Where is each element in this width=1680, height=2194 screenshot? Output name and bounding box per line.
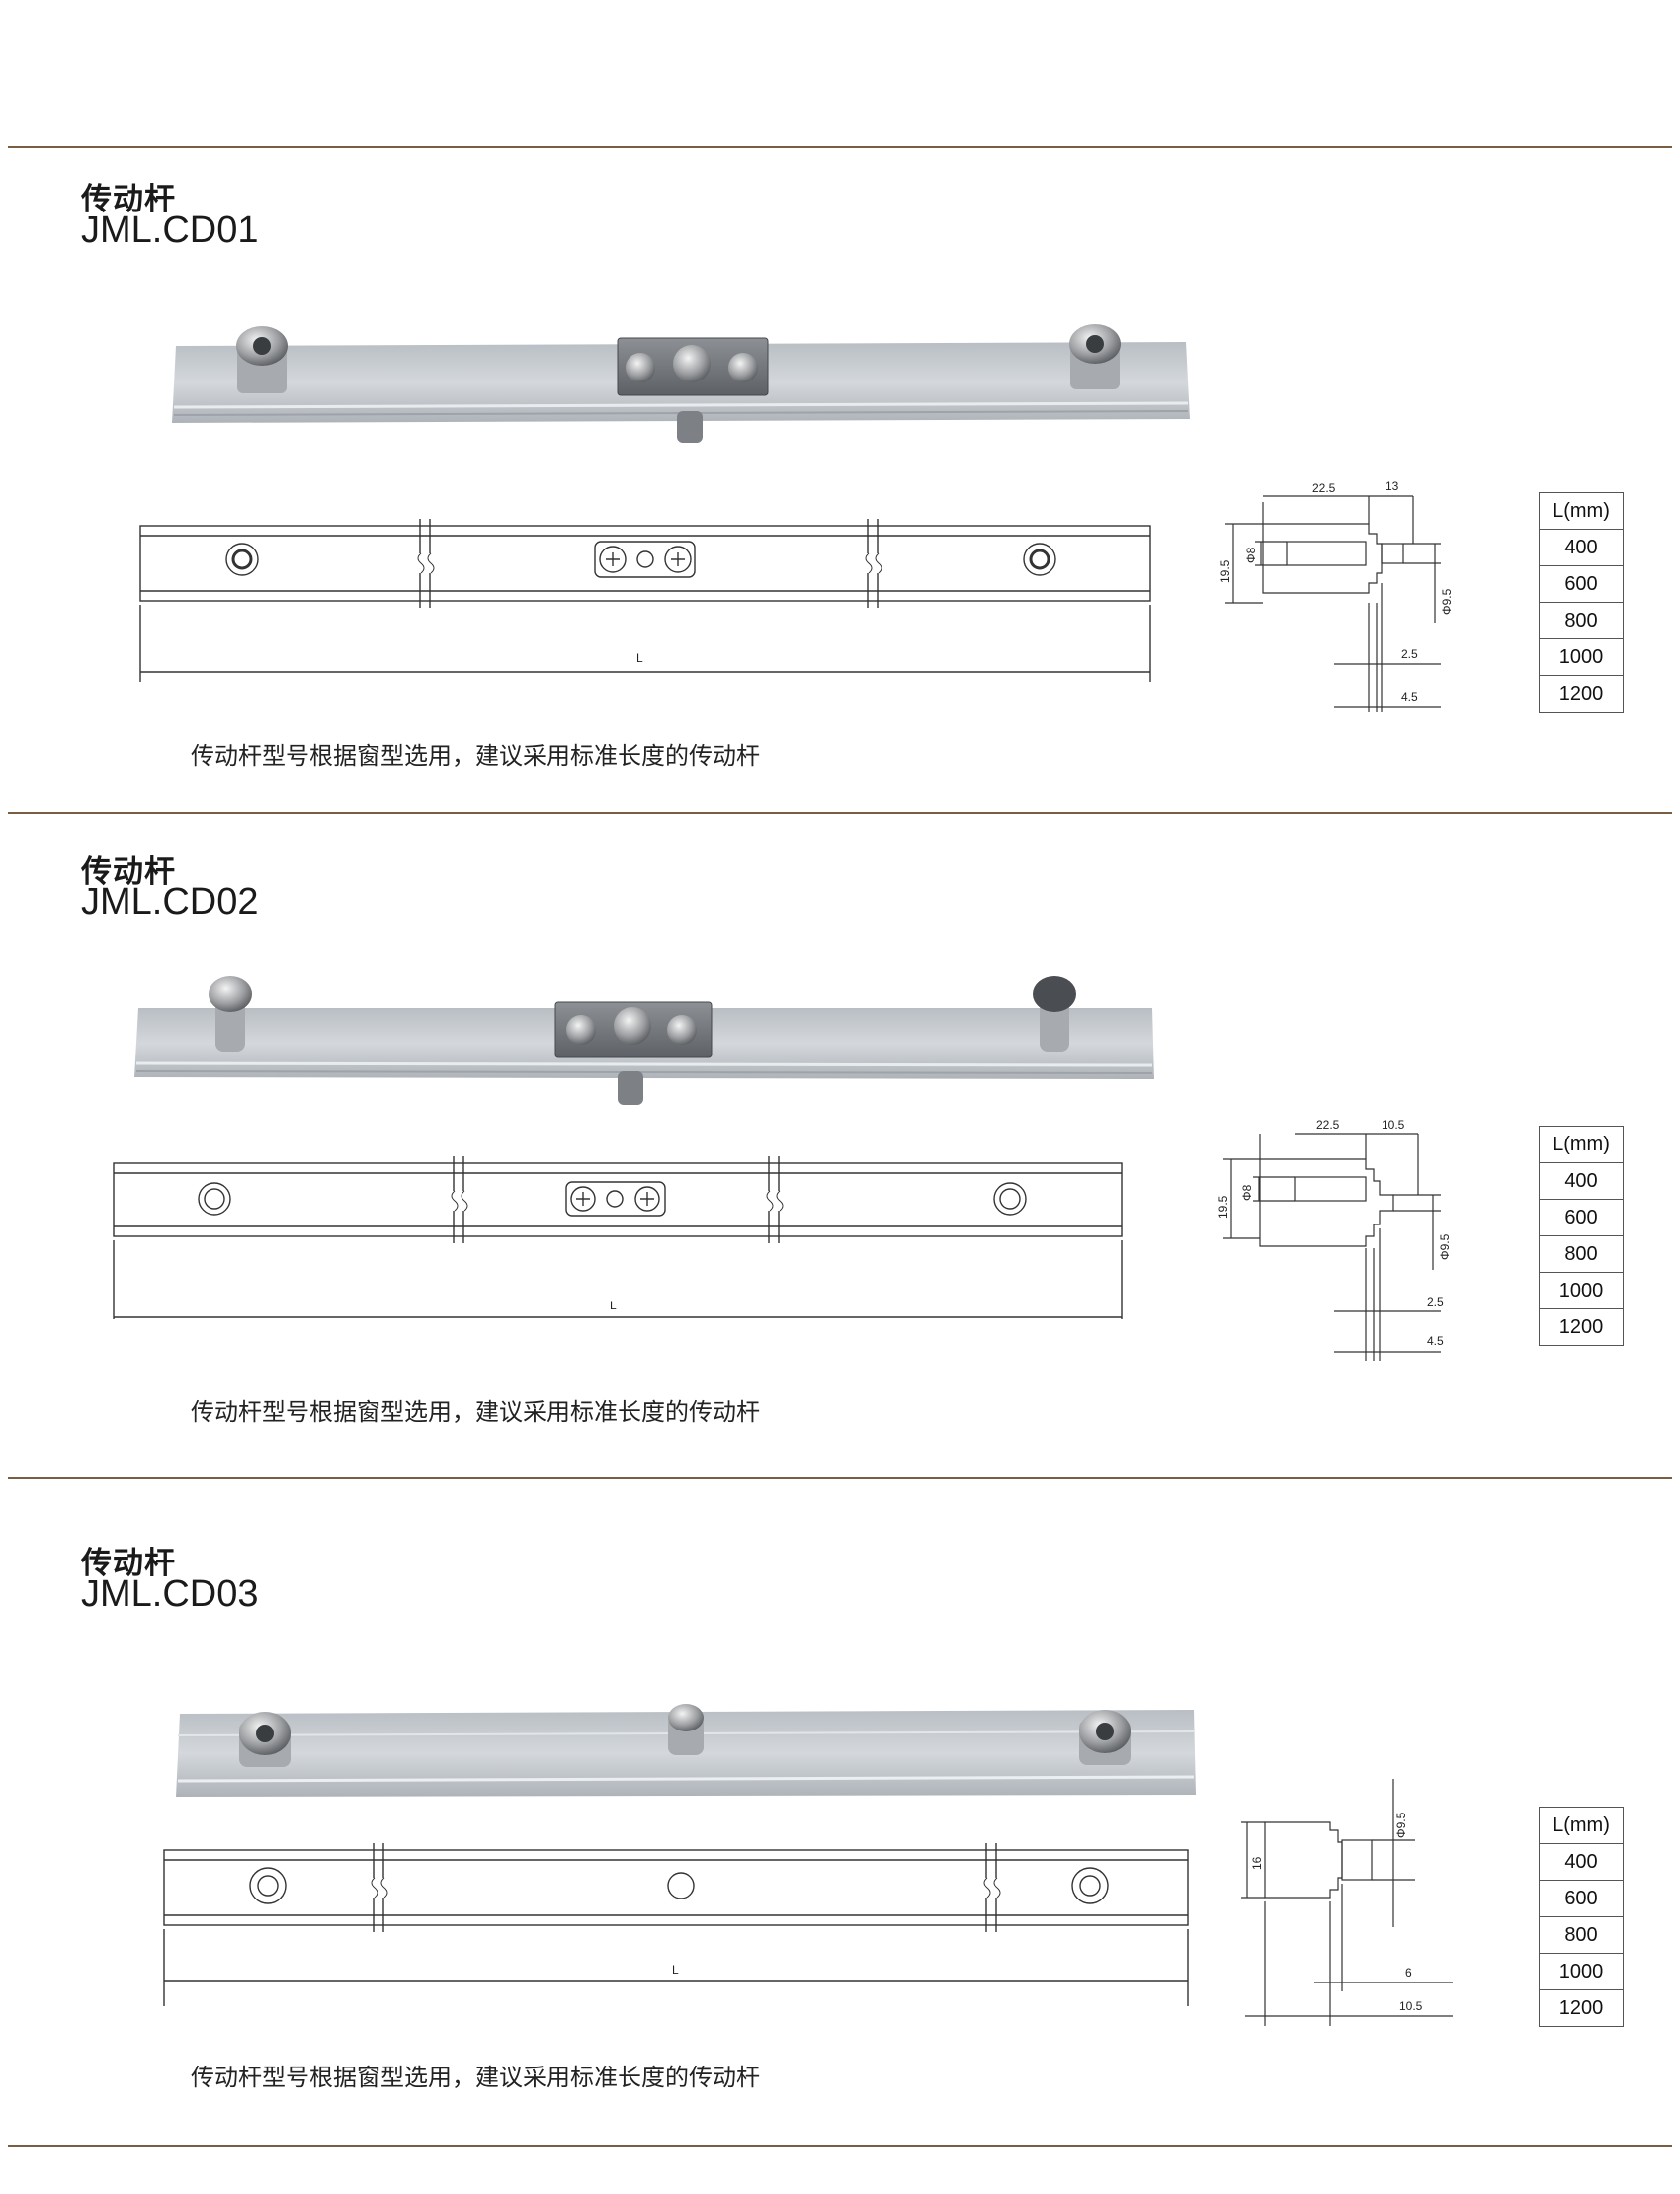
length-cell: 400 xyxy=(1539,1843,1624,1881)
dim-d2: Φ9.5 xyxy=(1438,1233,1452,1260)
dim-a: 22.5 xyxy=(1312,481,1336,495)
product-photo xyxy=(176,1704,1196,1797)
length-label: L xyxy=(636,651,643,665)
product-model: JML.CD02 xyxy=(81,882,259,923)
dim-b: 10.5 xyxy=(1382,1118,1405,1132)
length-cell: 1000 xyxy=(1539,1953,1624,1990)
length-cell: 1000 xyxy=(1539,638,1624,676)
length-cell: 800 xyxy=(1539,1235,1624,1273)
product-photo xyxy=(134,976,1154,1105)
section-drawing: 16 Φ9.5 6 10.5 xyxy=(1241,1779,1453,2026)
length-table-header: L(mm) xyxy=(1539,1126,1624,1163)
length-cell: 600 xyxy=(1539,1880,1624,1917)
product-model: JML.CD01 xyxy=(81,210,259,251)
selection-note: 传动杆型号根据窗型选用，建议采用标准长度的传动杆 xyxy=(191,2064,760,2091)
section-drawing: 22.5 10.5 19.5 Φ8 Φ9.5 2.5 4.5 xyxy=(1217,1118,1452,1361)
length-cell: 1200 xyxy=(1539,1989,1624,2027)
length-cell: 1200 xyxy=(1539,675,1624,713)
dim-a: 22.5 xyxy=(1316,1118,1340,1132)
length-cell: 800 xyxy=(1539,602,1624,639)
product-section-cd03: 传动杆 JML.CD03 L xyxy=(0,0,1680,2091)
length-table-header: L(mm) xyxy=(1539,1807,1624,1844)
dim-f: 10.5 xyxy=(1399,1999,1423,2013)
dim-f: 4.5 xyxy=(1401,690,1418,704)
dim-d1: Φ8 xyxy=(1244,547,1258,563)
front-drawing: L xyxy=(163,1843,1189,2006)
product-model: JML.CD03 xyxy=(81,1573,259,1615)
product-title: 传动杆 xyxy=(81,1546,176,1581)
divider-bottom xyxy=(8,2145,1672,2147)
length-table: L(mm) 400 600 800 1000 1200 xyxy=(1539,492,1624,713)
length-label: L xyxy=(672,1963,679,1977)
length-cell: 600 xyxy=(1539,1199,1624,1236)
length-table: L(mm) 400 600 800 1000 1200 xyxy=(1539,1807,1624,2027)
product-photo xyxy=(172,324,1190,443)
dim-e: 2.5 xyxy=(1427,1295,1444,1308)
divider-1 xyxy=(8,812,1672,814)
front-drawing: L xyxy=(139,519,1151,682)
length-cell: 1000 xyxy=(1539,1272,1624,1309)
dim-h: 16 xyxy=(1250,1856,1264,1870)
length-label: L xyxy=(610,1299,617,1312)
divider-2 xyxy=(8,1477,1672,1479)
dim-e: 2.5 xyxy=(1401,647,1418,661)
product-title: 传动杆 xyxy=(81,854,176,889)
product-section-cd02: 传动杆 JML.CD02 xyxy=(0,0,1680,1426)
product-section-cd01: 传动杆 JML.CD01 xyxy=(0,0,1680,770)
dim-f: 4.5 xyxy=(1427,1334,1444,1348)
dim-e: 6 xyxy=(1405,1966,1412,1980)
selection-note: 传动杆型号根据窗型选用，建议采用标准长度的传动杆 xyxy=(191,742,760,770)
dim-b: 13 xyxy=(1386,479,1399,493)
dim-d2: Φ9.5 xyxy=(1394,1812,1408,1838)
dim-d1: Φ8 xyxy=(1240,1184,1254,1201)
length-cell: 800 xyxy=(1539,1916,1624,1954)
length-cell: 400 xyxy=(1539,529,1624,566)
length-cell: 1200 xyxy=(1539,1308,1624,1346)
product-title: 传动杆 xyxy=(81,182,176,217)
selection-note: 传动杆型号根据窗型选用，建议采用标准长度的传动杆 xyxy=(191,1398,760,1426)
dim-h: 19.5 xyxy=(1218,559,1232,583)
dim-h: 19.5 xyxy=(1217,1195,1230,1219)
length-cell: 400 xyxy=(1539,1162,1624,1200)
dim-d2: Φ9.5 xyxy=(1440,588,1454,615)
front-drawing: L xyxy=(113,1156,1123,1319)
length-table: L(mm) 400 600 800 1000 1200 xyxy=(1539,1126,1624,1346)
section-drawing: 22.5 13 19.5 Φ8 Φ9.5 2.5 4.5 xyxy=(1218,479,1454,712)
length-table-header: L(mm) xyxy=(1539,492,1624,530)
divider-top xyxy=(8,146,1672,148)
